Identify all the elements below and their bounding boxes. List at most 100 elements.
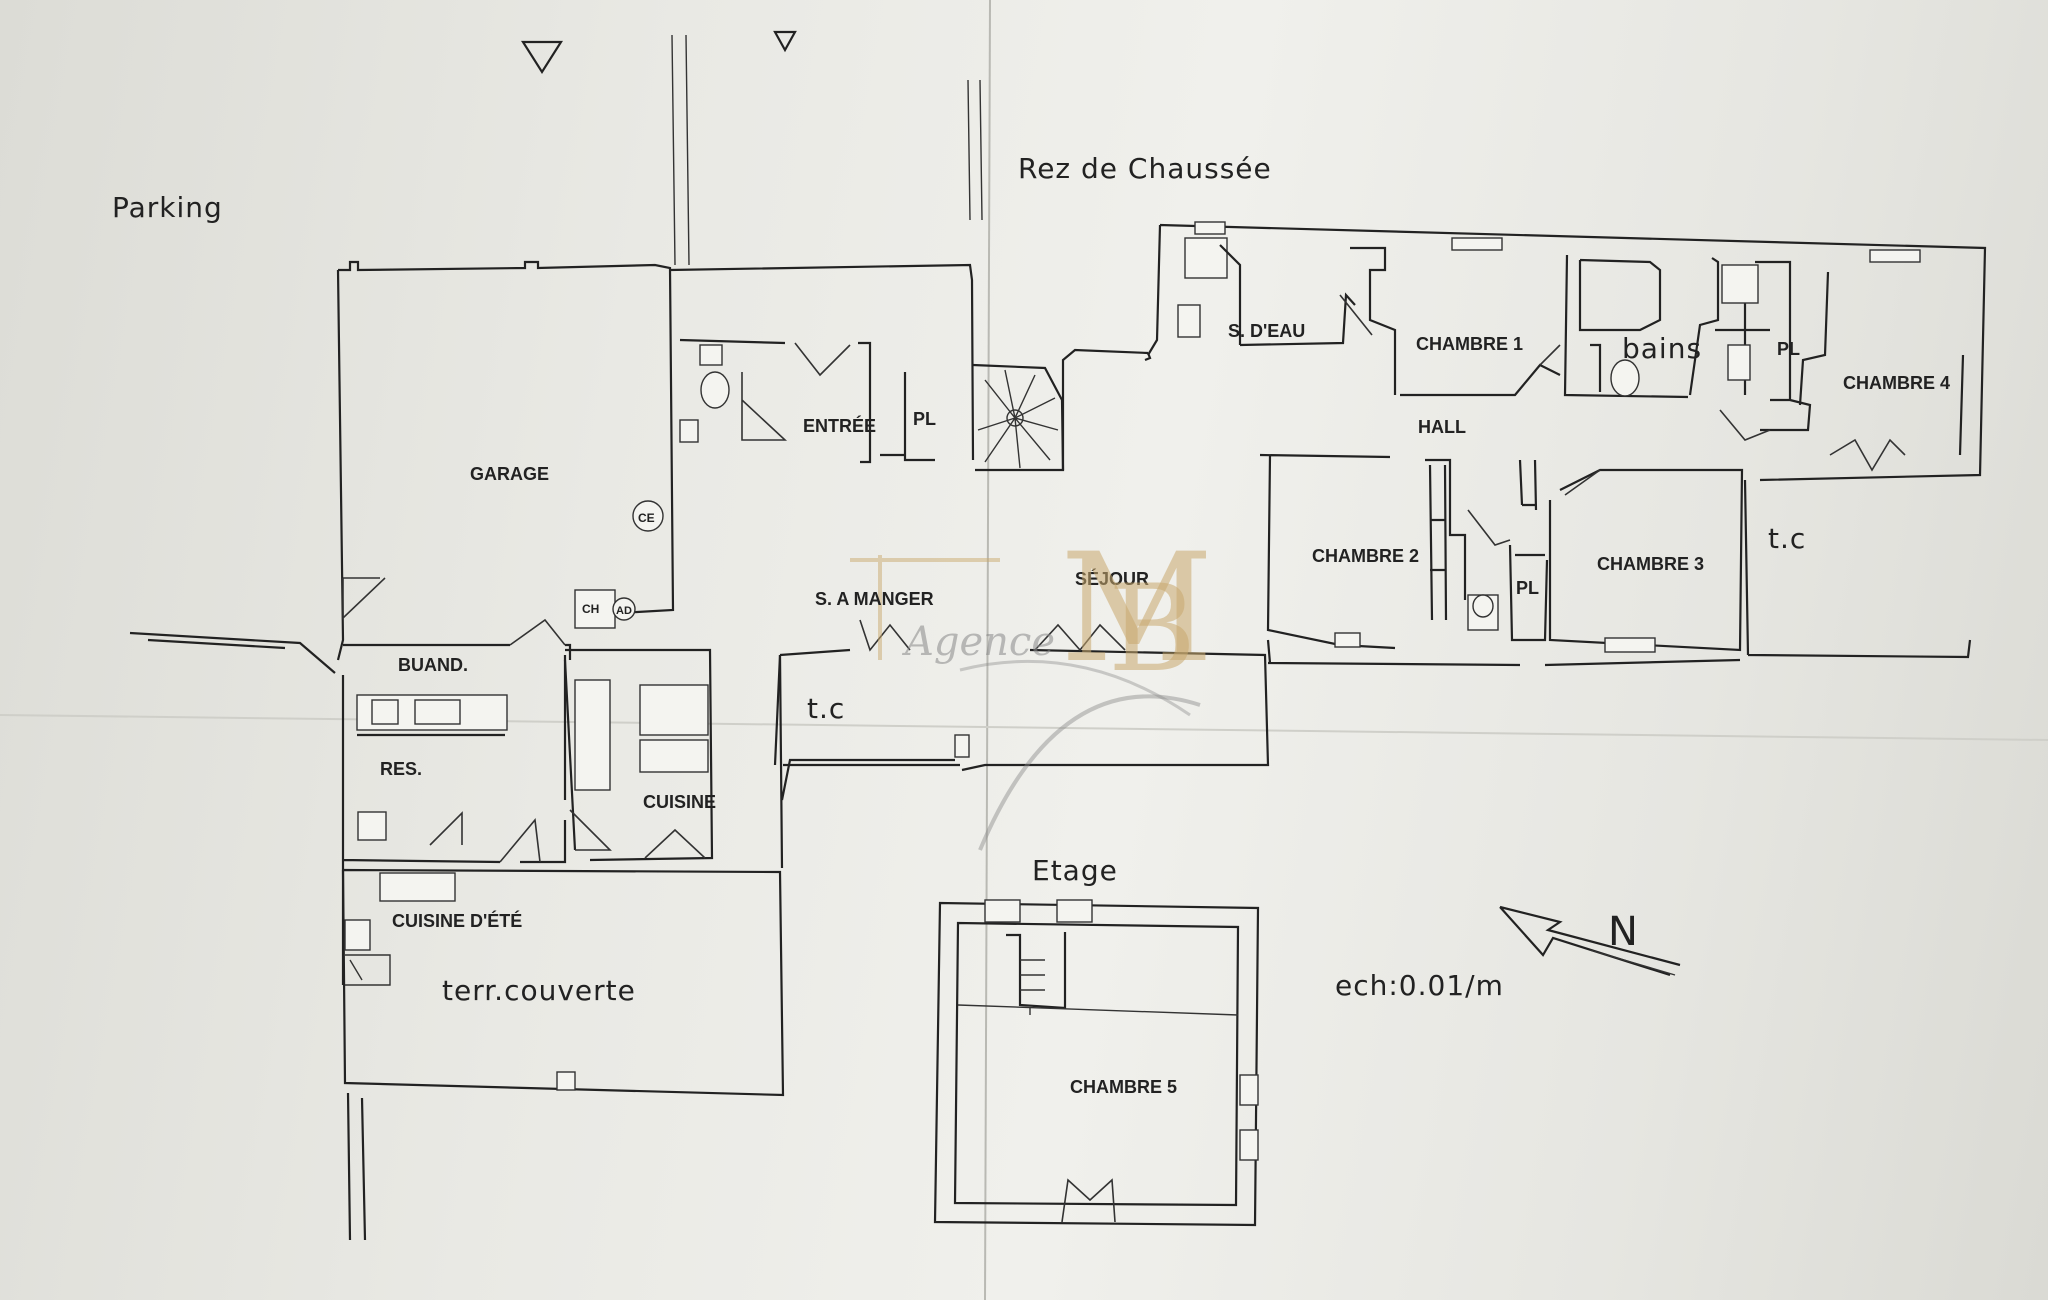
entrance-arrow-icon: [521, 40, 563, 75]
heater-symbol: [574, 589, 616, 629]
kitchen-counter-left: [574, 679, 611, 791]
watermark-letter-b: B: [1108, 560, 1196, 699]
spiral-stair-core: [1006, 409, 1024, 427]
watermark-letter-m: M: [1060, 522, 1214, 696]
room-label-entree: ENTRÉE: [803, 415, 876, 436]
room-label-cuisine-ete: CUISINE D'ÉTÉ: [392, 910, 522, 931]
summer-kitchen-sink: [379, 872, 456, 902]
upper-floor-divider: [957, 1004, 1239, 1016]
entry-wc-door: [741, 372, 788, 441]
dining-post: [954, 734, 970, 758]
kitchen-cooktop: [639, 739, 709, 773]
entrance-arrow-small-icon: [773, 30, 797, 53]
entry-closet-walls: [880, 372, 935, 462]
room-label-cuisine: CUISINE: [643, 792, 716, 812]
room-label-ad: AD: [616, 605, 632, 617]
garage-west-wall: [336, 269, 345, 661]
upper-window-east-1: [1239, 1074, 1259, 1106]
chambre4-walls: [1798, 271, 1965, 456]
paper-fold-horizontal: [0, 714, 2048, 741]
entry-wc-window: [699, 344, 723, 366]
tc-left-walls: [773, 654, 960, 767]
room-label-garage: GARAGE: [470, 464, 549, 484]
upper-floor-inner-wall: [953, 921, 1240, 1207]
chambre2-south-wall: [1266, 639, 1741, 667]
room-label-hall: HALL: [1418, 417, 1466, 437]
upper-window-2: [1056, 899, 1093, 923]
room-label-ce: CE: [638, 511, 655, 525]
summer-kitchen-barbecue: [345, 954, 391, 986]
room-label-terrasse: terr.couverte: [442, 974, 636, 1007]
room-label-s-deau: S. D'EAU: [1228, 321, 1305, 341]
upper-door: [1061, 1178, 1116, 1223]
room-label-sejour: SÉJOUR: [1075, 568, 1149, 589]
terrace-post: [556, 1071, 576, 1091]
driveway-wall-right: [967, 79, 983, 221]
chambre2-walls: [1259, 453, 1467, 650]
kitchen-side-door: [569, 809, 612, 851]
room-label-tc-right: t.c: [1768, 522, 1806, 555]
outdoor-path: [129, 631, 336, 674]
covered-terrace-walls: [341, 868, 785, 1097]
hall-wc-door: [1467, 509, 1511, 546]
bathroom-walls: [1563, 254, 1689, 399]
sejour-north-wall: [1061, 348, 1152, 470]
paper-fold-vertical: [984, 0, 991, 1300]
room-label-buand: BUAND.: [398, 655, 468, 675]
kitchen-door: [644, 828, 706, 859]
garage-side-door: [342, 577, 386, 620]
garage-walls: [338, 260, 675, 617]
room-label-ch: CH: [582, 602, 599, 616]
shower-tray-sdeau: [1184, 237, 1228, 279]
upper-floor-outer-wall: [933, 901, 1260, 1227]
chambre1-window: [1451, 237, 1503, 251]
room-label-res: RES.: [380, 759, 422, 779]
spiral-stair-treads: [977, 369, 1059, 469]
driveway-wall-left: [671, 34, 690, 266]
kitchen-counter-top: [639, 684, 709, 736]
basin-bains: [1727, 344, 1751, 381]
room-label-chambre4: CHAMBRE 4: [1843, 373, 1950, 393]
utility-door: [509, 618, 566, 646]
front-door: [794, 342, 851, 377]
chambre4-window: [1869, 249, 1921, 263]
chambre4-window-door: [1829, 438, 1906, 472]
room-label-chambre2: CHAMBRE 2: [1312, 546, 1419, 566]
chambre3-window: [1604, 637, 1656, 653]
room-label-tc-left: t.c: [807, 692, 845, 725]
scale-label: ech:0.01/m: [1335, 969, 1504, 1002]
room-label-pl-entree: PL: [913, 409, 936, 429]
washing-machine-symbol: [371, 699, 399, 725]
parking-label: Parking: [112, 191, 223, 224]
ground-floor-plan: [129, 221, 1987, 1241]
hall-closet-2: [1518, 459, 1538, 511]
chambre3-walls: [1548, 468, 1744, 652]
upper-window-1: [984, 899, 1021, 923]
utility-walls: [341, 643, 572, 985]
chambre3-door: [1564, 469, 1601, 496]
upper-window-east-2: [1239, 1129, 1259, 1161]
basin-sdeau: [1177, 304, 1201, 338]
sdeau-window: [1194, 221, 1226, 235]
summer-kitchen-cooktop: [344, 919, 371, 951]
boiler-symbol: [632, 500, 664, 532]
room-label-chambre5: CHAMBRE 5: [1070, 1077, 1177, 1097]
utility-sink-symbol: [414, 699, 461, 725]
upper-stair-treads: [1020, 959, 1045, 1015]
entry-wc-toilet: [700, 371, 730, 409]
room-label-pl-hall: PL: [1516, 578, 1539, 598]
upper-stair-walls: [1006, 932, 1067, 1010]
room-label-chambre3: CHAMBRE 3: [1597, 554, 1704, 574]
hall-wc-bowl: [1472, 594, 1494, 618]
entry-walls: [669, 263, 975, 464]
storage-appliance-symbol: [357, 811, 387, 841]
agency-watermark-logo: [850, 555, 1201, 851]
north-wing-outer-wall: [1147, 223, 1987, 482]
upper-floor-title: Etage: [1032, 854, 1118, 887]
ground-floor-title: Rez de Chaussée: [1018, 152, 1272, 185]
sdeau-chambre1-walls: [1219, 244, 1561, 397]
softener-symbol: [612, 597, 636, 621]
room-label-chambre1: CHAMBRE 1: [1416, 334, 1523, 354]
room-label-pl-bains: PL: [1777, 339, 1800, 359]
north-label: N: [1608, 909, 1639, 955]
